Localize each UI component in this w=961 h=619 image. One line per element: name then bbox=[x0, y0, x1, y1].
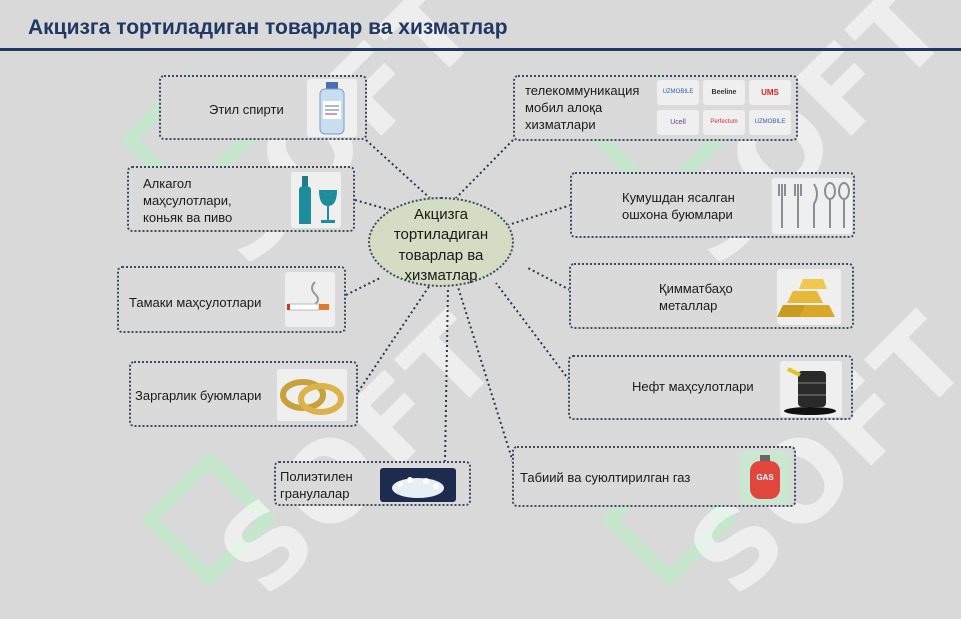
item-label: Нефт маҳсулотлари bbox=[632, 379, 754, 394]
connector-telecom bbox=[454, 139, 514, 200]
item-natural-gas: Табиий ва суюлтирилган газ GAS bbox=[512, 446, 796, 507]
gas-cylinder-icon: GAS bbox=[740, 451, 790, 504]
item-label: Заргарлик буюмлари bbox=[135, 388, 262, 403]
operator-logo: UZMOBILE bbox=[657, 80, 699, 105]
operator-logo: Ucell bbox=[657, 110, 699, 135]
connector-oil bbox=[495, 282, 570, 381]
connector-gas bbox=[457, 286, 514, 463]
connector-alcohol bbox=[354, 199, 391, 211]
oil-barrel-icon bbox=[780, 361, 842, 417]
connector-tobacco bbox=[345, 277, 381, 296]
operator-logo: UMS bbox=[749, 80, 791, 105]
connector-ethyl bbox=[365, 139, 433, 201]
alcohol-bottle-icon bbox=[307, 79, 357, 137]
rings-icon bbox=[277, 369, 347, 421]
item-label: Этил спирти bbox=[209, 102, 284, 117]
connector-lines bbox=[345, 139, 572, 463]
operator-logo: Perfectum bbox=[703, 110, 745, 135]
gold-bars-icon bbox=[777, 269, 841, 325]
connector-silverware bbox=[507, 204, 572, 226]
operator-logo: Beeline bbox=[703, 80, 745, 105]
central-topic: Акцизга тортиладиган товарлар ва хизматл… bbox=[368, 197, 514, 287]
granules-icon bbox=[380, 468, 456, 502]
cigarette-icon bbox=[285, 272, 335, 327]
page-title: Акцизга тортиладиган товарлар ва хизматл… bbox=[28, 16, 508, 39]
item-jewelry: Заргарлик буюмлари bbox=[129, 361, 358, 427]
operator-logos-icon: UZMOBILE Beeline UMS Ucell Perfectum UZM… bbox=[657, 80, 793, 136]
item-tobacco-products: Тамаки маҳсулотлари bbox=[117, 266, 346, 333]
title-underline bbox=[0, 48, 961, 51]
connector-jewelry bbox=[357, 284, 431, 393]
cutlery-icon bbox=[772, 178, 852, 234]
item-oil-products: Нефт маҳсулотлари bbox=[568, 355, 853, 420]
gas-cylinder-label: GAS bbox=[756, 473, 774, 482]
item-label: Тамаки маҳсулотлари bbox=[129, 295, 262, 310]
item-ethyl-alcohol: Этил спирти bbox=[159, 75, 367, 140]
item-label: Табиий ва суюлтирилган газ bbox=[520, 470, 691, 485]
wine-bottle-glass-icon bbox=[291, 172, 341, 228]
connector-polyethylene bbox=[444, 286, 449, 463]
operator-logo: UZMOBILE bbox=[749, 110, 791, 135]
connector-metals bbox=[527, 267, 571, 291]
